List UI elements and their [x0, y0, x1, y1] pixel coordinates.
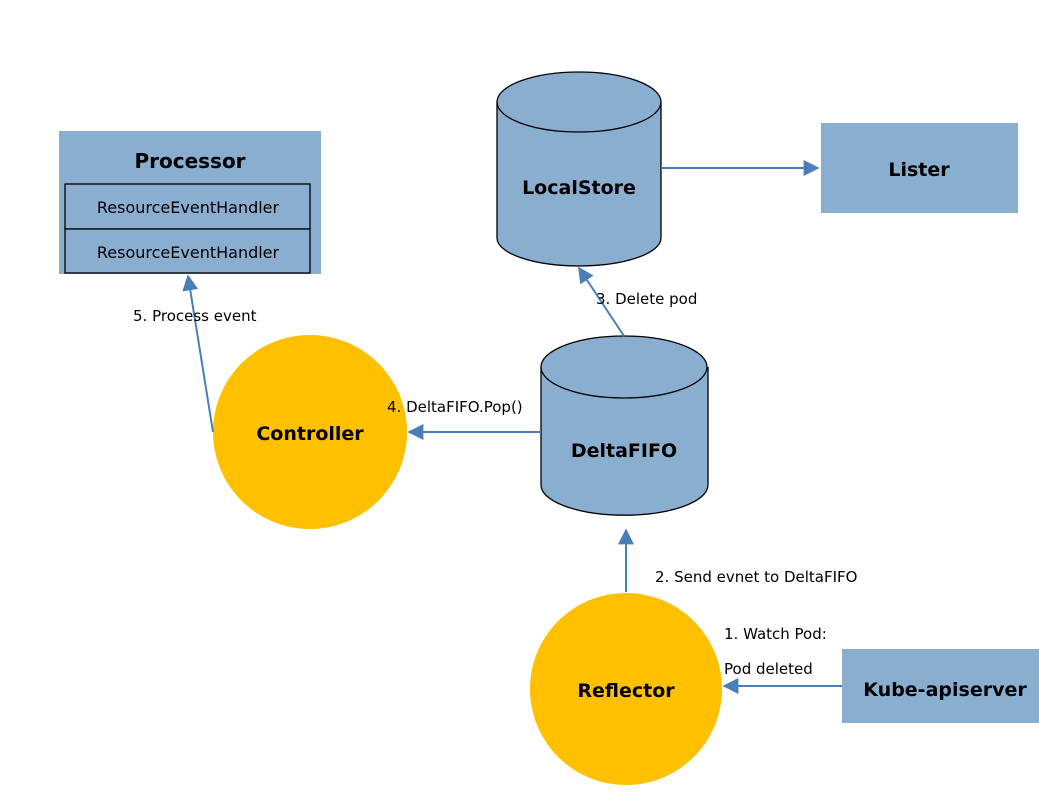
localstore-label: LocalStore	[522, 177, 636, 199]
arrow-delete-pod	[578, 266, 625, 337]
edge-label-send-event: 2. Send evnet to DeltaFIFO	[655, 568, 857, 586]
deltafifo-cylinder: DeltaFIFO	[540, 335, 709, 516]
processor-box: Processor ResourceEventHandler ResourceE…	[59, 131, 321, 274]
deltafifo-label: DeltaFIFO	[571, 440, 677, 462]
lister-label: Lister	[888, 159, 950, 181]
edge-label-delete-pod: 3. Delete pod	[596, 290, 697, 308]
edge-label-pop: 4. DeltaFIFO.Pop()	[387, 398, 523, 416]
edge-label-watch-line2: Pod deleted	[724, 660, 813, 678]
reflector-label: Reflector	[577, 680, 675, 702]
kube-apiserver-box: Kube-apiserver	[842, 649, 1039, 723]
handler-box-2	[64, 228, 311, 274]
controller-label: Controller	[256, 423, 364, 445]
edge-label-process-event: 5. Process event	[133, 307, 257, 325]
reflector-node: Reflector	[530, 593, 722, 785]
handler-label-2: ResourceEventHandler	[97, 243, 280, 262]
handler-box-1	[64, 183, 311, 230]
arrow-process-event	[182, 274, 214, 433]
localstore-cylinder: LocalStore	[496, 71, 662, 267]
kube-apiserver-label: Kube-apiserver	[863, 679, 1027, 701]
lister-box: Lister	[821, 123, 1018, 213]
handler-label-1: ResourceEventHandler	[97, 198, 280, 217]
controller-node: Controller	[213, 335, 407, 529]
processor-title: Processor	[134, 149, 245, 173]
edge-label-watch-line1: 1. Watch Pod:	[724, 625, 827, 643]
